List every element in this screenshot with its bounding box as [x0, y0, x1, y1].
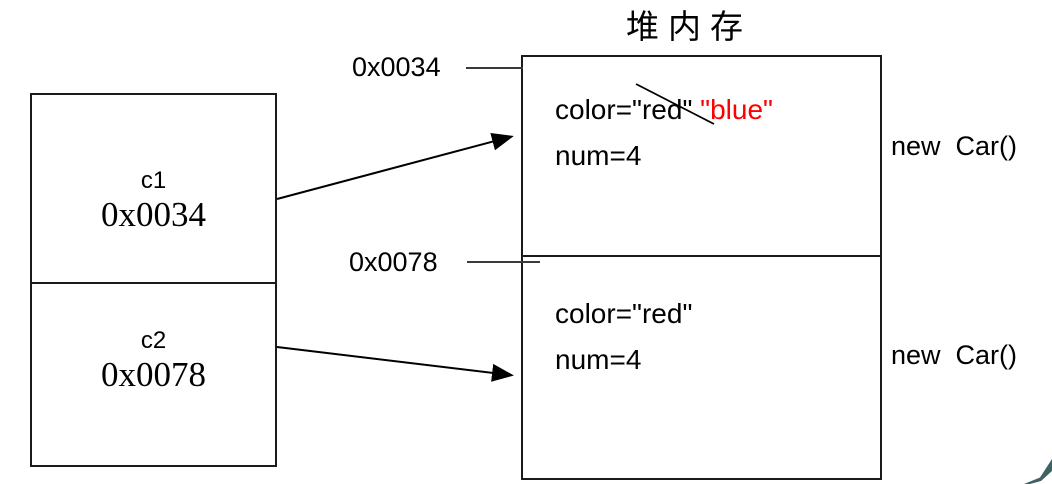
pointer-arrow-c2	[276, 346, 514, 382]
heap-box: color="red" "blue" num=4 color="red" num…	[521, 55, 882, 480]
stack-cell-c2: c2 0x0078	[32, 284, 275, 465]
stack-box: c1 0x0034 c2 0x0078	[30, 93, 277, 467]
variable-address-c2: 0x0078	[101, 354, 206, 394]
variable-name-c2: c2	[140, 326, 167, 354]
heap-object-0x0034: color="red" "blue" num=4	[523, 57, 880, 257]
diagram-title: 堆内存	[626, 10, 752, 46]
stack-cell-c2-content: c2 0x0078	[101, 327, 206, 395]
heap-object-0x0078: color="red" num=4	[523, 257, 880, 478]
variable-name-c1: c1	[140, 166, 167, 194]
stack-cell-c1-content: c1 0x0034	[101, 167, 206, 235]
num-field: num=4	[555, 344, 642, 375]
color-field: color="red"	[555, 298, 693, 329]
color-field-new-value: "blue"	[700, 94, 773, 125]
new-car-annotation-1: new Car()	[891, 131, 1018, 161]
stack-cell-c1: c1 0x0034	[32, 95, 275, 284]
heap-address-label-0x0078: 0x0078	[349, 247, 438, 277]
pointer-arrow-c1	[276, 132, 514, 200]
new-car-annotation-2: new Car()	[891, 340, 1018, 370]
variable-address-c1: 0x0034	[101, 194, 206, 234]
heap-address-label-0x0034: 0x0034	[352, 52, 441, 82]
heap-object-0x0034-color-line: color="red" "blue"	[555, 87, 880, 133]
num-field: num=4	[555, 140, 642, 171]
swoosh-decoration	[1024, 459, 1052, 484]
color-field-old-value: color="red"	[555, 94, 693, 125]
